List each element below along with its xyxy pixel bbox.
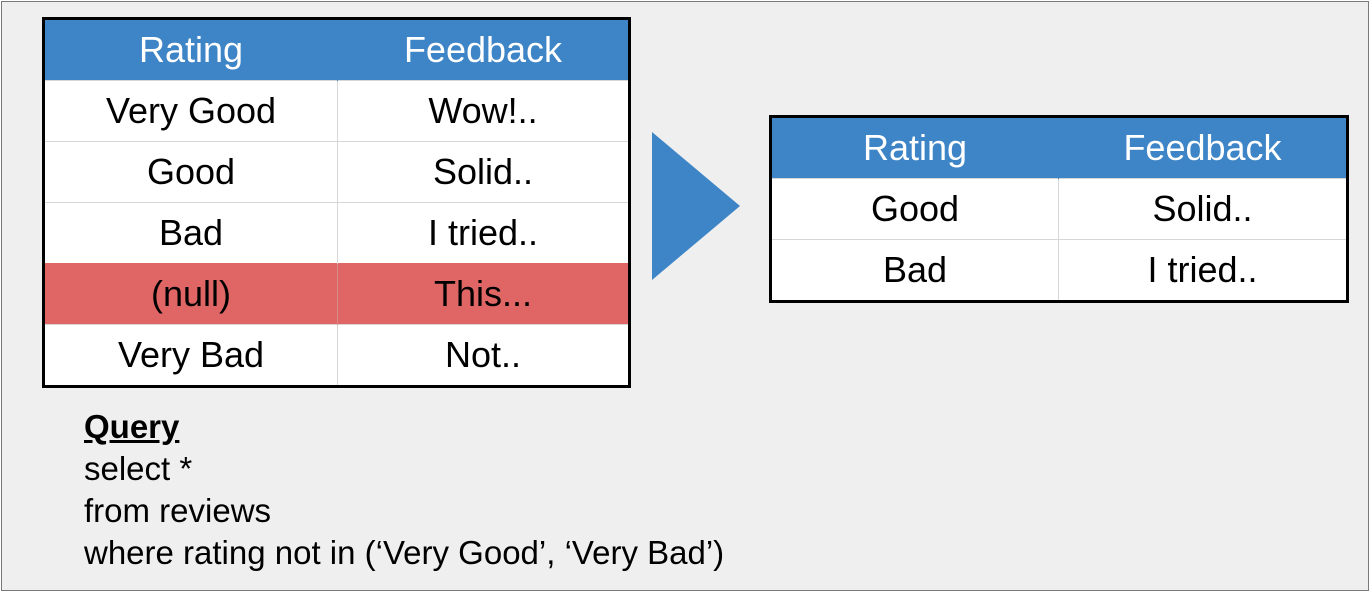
query-line-where: where rating not in (‘Very Good’, ‘Very …: [84, 534, 725, 571]
source-cell-rating: Very Bad: [43, 324, 338, 387]
result-cell-rating: Good: [770, 178, 1059, 240]
result-row: Good Solid..: [770, 178, 1348, 240]
source-row: Very Good Wow!..: [43, 80, 630, 142]
arrow-triangle: [652, 132, 740, 280]
source-cell-feedback: This...: [337, 263, 630, 325]
source-row: Good Solid..: [43, 141, 630, 203]
result-cell-feedback: I tried..: [1058, 239, 1348, 302]
result-cell-feedback: Solid..: [1058, 178, 1348, 240]
source-table: Rating Feedback Very Good Wow!.. Good So…: [42, 17, 631, 388]
result-table-header-row: Rating Feedback: [770, 116, 1348, 179]
source-row-null-highlighted: (null) This...: [43, 263, 630, 325]
arrow-icon: [652, 132, 740, 280]
source-row: Bad I tried..: [43, 202, 630, 264]
source-cell-rating: Very Good: [43, 80, 338, 142]
result-table: Rating Feedback Good Solid.. Bad I tried…: [769, 115, 1349, 303]
result-row: Bad I tried..: [770, 239, 1348, 302]
query-line-from: from reviews: [84, 492, 272, 529]
source-cell-rating: Bad: [43, 202, 338, 264]
source-cell-rating: Good: [43, 141, 338, 203]
source-header-rating: Rating: [43, 18, 338, 81]
query-line-select: select *: [84, 450, 193, 487]
source-cell-feedback: I tried..: [337, 202, 630, 264]
source-cell-feedback: Wow!..: [337, 80, 630, 142]
source-cell-rating: (null): [43, 263, 338, 325]
result-cell-rating: Bad: [770, 239, 1059, 302]
source-row: Very Bad Not..: [43, 324, 630, 387]
source-cell-feedback: Not..: [337, 324, 630, 387]
result-header-feedback: Feedback: [1058, 116, 1348, 179]
result-header-rating: Rating: [770, 116, 1059, 179]
query-title: Query: [84, 408, 180, 445]
source-table-header-row: Rating Feedback: [43, 18, 630, 81]
source-cell-feedback: Solid..: [337, 141, 630, 203]
query-block: Query select * from reviews where rating…: [84, 406, 724, 574]
source-header-feedback: Feedback: [337, 18, 630, 81]
